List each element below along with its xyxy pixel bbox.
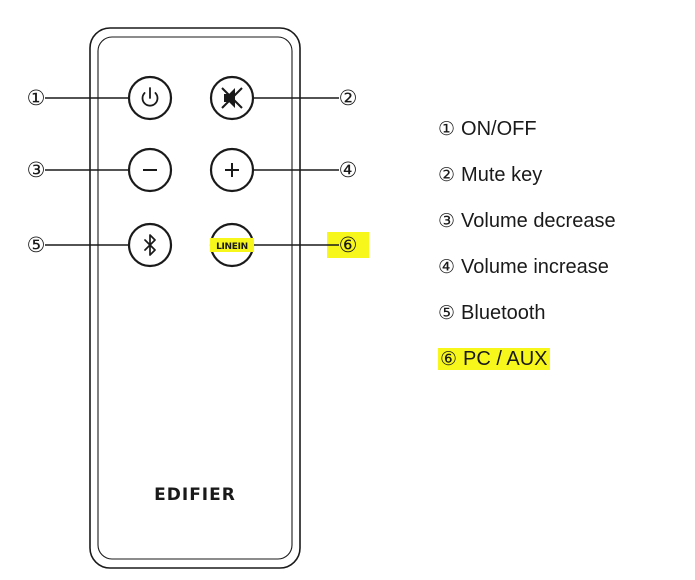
power-icon bbox=[141, 87, 159, 107]
line-in-icon: LINEIN bbox=[216, 242, 248, 252]
callout-2: ② bbox=[339, 86, 358, 110]
legend-label: Bluetooth bbox=[461, 302, 546, 324]
legend-label: PC / AUX bbox=[463, 348, 548, 370]
line-in-highlight bbox=[210, 238, 254, 252]
callout-5: ⑤ bbox=[27, 233, 46, 257]
bluetooth-button[interactable] bbox=[127, 222, 173, 268]
legend-label: ON/OFF bbox=[461, 118, 537, 140]
callout-3: ③ bbox=[27, 158, 46, 182]
legend-number: ④ bbox=[438, 256, 456, 278]
legend-label: Volume decrease bbox=[461, 210, 616, 232]
mute-button[interactable] bbox=[209, 75, 255, 121]
callout-4: ④ bbox=[339, 158, 358, 182]
legend-number: ⑤ bbox=[438, 302, 456, 324]
legend-label: Volume increase bbox=[461, 256, 609, 278]
callout-1: ① bbox=[27, 86, 46, 110]
line-in-button[interactable]: LINEIN bbox=[209, 222, 255, 268]
volume-up-button[interactable] bbox=[209, 147, 255, 193]
legend-number: ⑥ bbox=[440, 348, 458, 370]
brand-logo: EDIFIER bbox=[154, 485, 236, 505]
volume-down-button[interactable] bbox=[127, 147, 173, 193]
legend-number: ② bbox=[438, 164, 456, 186]
mute-icon bbox=[221, 87, 243, 109]
legend-number: ③ bbox=[438, 210, 456, 232]
callout-6: ⑥ bbox=[339, 233, 358, 257]
legend-label: Mute key bbox=[461, 164, 543, 186]
bluetooth-icon bbox=[144, 234, 156, 256]
legend-number: ① bbox=[438, 118, 456, 140]
remote-body-inner bbox=[97, 36, 293, 560]
power-button[interactable] bbox=[127, 75, 173, 121]
plus-icon bbox=[225, 163, 239, 177]
